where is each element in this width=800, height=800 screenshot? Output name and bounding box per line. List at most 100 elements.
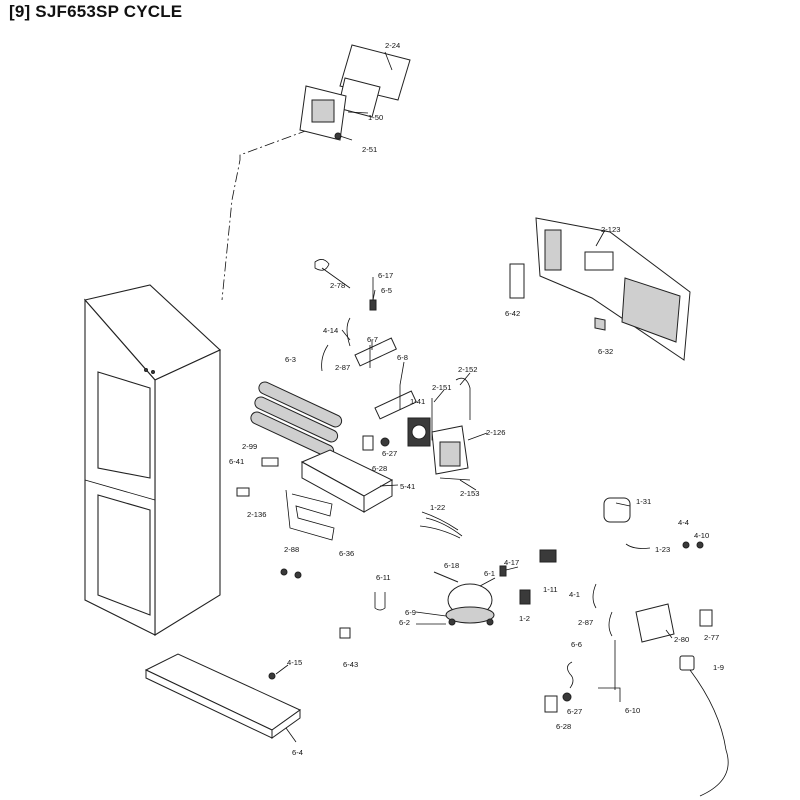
part-label: 6-27 [567, 707, 582, 716]
part-label: 2-77 [704, 633, 719, 642]
base-plate-6-4 [144, 653, 301, 739]
compressor-6-1 [445, 583, 495, 626]
duct-2-152 [455, 377, 471, 420]
defrost-heater-6-36 [285, 489, 335, 541]
screws-2-88 [280, 568, 302, 579]
part-label: 6-5 [381, 286, 392, 295]
part-label: 6-2 [399, 618, 410, 627]
screw-4-17 [499, 565, 507, 577]
clip-2-87-lower [608, 611, 613, 637]
heater-6-8 [374, 385, 417, 420]
thermostat-6-17 [369, 277, 377, 311]
part-label: 6-9 [405, 608, 416, 617]
part-label: 2-24 [385, 41, 400, 50]
part-label: 2-88 [284, 545, 299, 554]
part-label: 1-22 [430, 503, 445, 512]
part-label: 2-151 [432, 383, 451, 392]
part-label: 2-126 [486, 428, 505, 437]
part-label: 6-17 [378, 271, 393, 280]
hook-6-6 [567, 661, 574, 689]
screw-4-4 [682, 541, 690, 549]
part-label: 2-78 [330, 281, 345, 290]
part-2-77 [699, 609, 713, 627]
cover-2-80 [635, 603, 675, 643]
refrigerator-cabinet [83, 284, 221, 636]
shroud-2-126 [431, 425, 469, 475]
part-label: 1-41 [410, 397, 425, 406]
capacitor-1-31 [603, 497, 631, 523]
dryer-6-10 [598, 640, 621, 702]
screw-4-10 [696, 541, 704, 549]
harness-1-22 [419, 511, 463, 539]
part-label: 6-41 [229, 457, 244, 466]
control-panel-cover [337, 44, 411, 118]
part-6-28 [362, 435, 374, 451]
part-label: 6-28 [556, 722, 571, 731]
part-label: 6-18 [444, 561, 459, 570]
part-label: 4-4 [678, 518, 689, 527]
part-label: 4-15 [287, 658, 302, 667]
part-label: 4-1 [569, 590, 580, 599]
part-label: 6-10 [625, 706, 640, 715]
u-pipe-6-11 [374, 592, 386, 611]
heater-6-7 [354, 337, 397, 368]
part-label: 6-32 [598, 347, 613, 356]
back-panel [535, 217, 691, 361]
part-label: 6-27 [382, 449, 397, 458]
part-label-layer: 2-24 1-50 2-51 2-123 6-17 2-78 6-5 6-42 … [229, 41, 724, 757]
part-label: 2-123 [601, 225, 620, 234]
screw-4-15 [268, 672, 276, 680]
part-label: 2-80 [674, 635, 689, 644]
fan-motor-1-41 [407, 417, 431, 447]
dash-dot-guide-line [221, 129, 309, 301]
part-label: 6-42 [505, 309, 520, 318]
part-label: 6-6 [571, 640, 582, 649]
part-6-27-lower [562, 692, 572, 702]
part-label: 6-43 [343, 660, 358, 669]
part-label: 4-17 [504, 558, 519, 567]
part-label: 6-8 [397, 353, 408, 362]
part-label: 2-152 [458, 365, 477, 374]
part-label: 2-153 [460, 489, 479, 498]
cable-1-23 [625, 543, 651, 549]
page-title: [9] SJF653SP CYCLE [9, 2, 183, 21]
part-label: 6-4 [292, 748, 303, 757]
part-label: 1-31 [636, 497, 651, 506]
panel-insulation-6-42 [509, 263, 525, 299]
part-label: 2-87 [578, 618, 593, 627]
part-6-28-lower [544, 695, 558, 713]
part-label: 1-23 [655, 545, 670, 554]
part-label: 2-87 [335, 363, 350, 372]
part-label: 4-10 [694, 531, 709, 540]
part-2-99 [261, 457, 279, 467]
part-label: 6-3 [285, 355, 296, 364]
clip-2-78 [314, 259, 330, 271]
part-label: 6-7 [367, 335, 378, 344]
part-label: 6-28 [372, 464, 387, 473]
tube-2-87 [321, 344, 329, 372]
part-label: 1-2 [519, 614, 530, 623]
tube-4-14 [346, 317, 351, 347]
part-label: 6-36 [339, 549, 354, 558]
part-label: 1-50 [368, 113, 383, 122]
part-label: 4-14 [323, 326, 338, 335]
evaporator-coil [250, 381, 343, 458]
part-label: 6-11 [376, 573, 391, 582]
part-label: 2-99 [242, 442, 257, 451]
seal-2-153 [439, 477, 471, 481]
clip-4-1 [592, 583, 597, 609]
pipe-6-18 [433, 571, 459, 583]
relay-1-2 [519, 589, 531, 605]
part-label: 1-9 [713, 663, 724, 672]
overload-1-11 [539, 549, 557, 563]
control-board [299, 85, 347, 141]
drain-pan-5-41 [300, 449, 394, 513]
part-label: 2-136 [247, 510, 266, 519]
power-cord-1-9 [679, 655, 729, 797]
part-label: 2-51 [362, 145, 377, 154]
part-label: 1-11 [543, 585, 558, 594]
part-6-43 [339, 627, 351, 639]
part-2-136 [236, 487, 250, 497]
leader-lines [275, 51, 673, 743]
